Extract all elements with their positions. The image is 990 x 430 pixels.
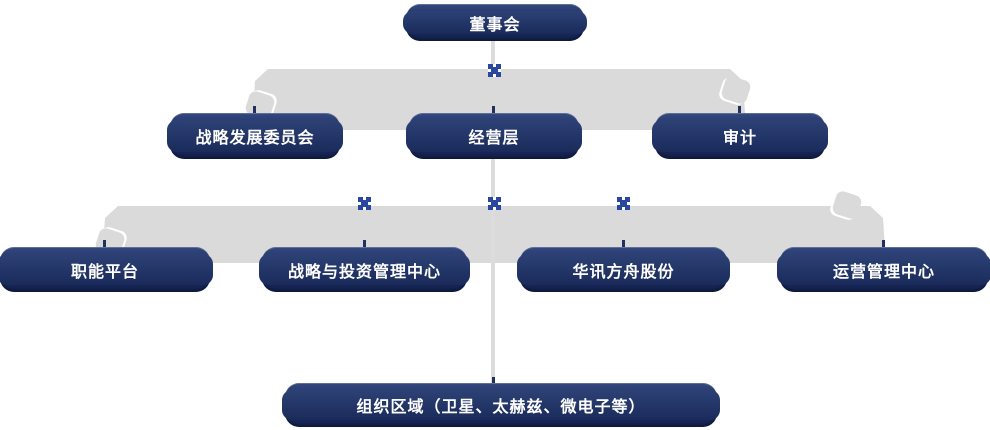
node-connector-tick: [738, 106, 741, 113]
node-operations-management-center: 运营管理中心: [777, 247, 990, 292]
node-label: 战略发展委员会: [195, 130, 315, 147]
node-huaxun-ark-shares: 华讯方舟股份: [517, 247, 730, 292]
node-audit: 审计: [652, 113, 828, 159]
node-board-of-directors: 董事会: [403, 4, 587, 41]
node-connector-tick: [492, 106, 495, 113]
node-connector-tick: [882, 240, 885, 247]
node-connector-tick: [492, 377, 495, 384]
node-label: 经营层: [468, 130, 520, 147]
node-strategy-investment-management-center: 战略与投资管理中心: [259, 247, 470, 292]
node-label: 董事会: [469, 16, 521, 34]
node-organization-regions: 组织区域（卫星、太赫兹、微电子等）: [282, 383, 720, 427]
node-connector-tick: [622, 240, 625, 247]
junction-cross-icon: [358, 197, 371, 210]
junction-cross-icon: [488, 197, 501, 210]
node-connector-tick: [253, 106, 256, 113]
node-label: 审计: [722, 130, 757, 147]
connector-line-board-to-band: [491, 40, 495, 70]
node-functional-platform: 职能平台: [0, 247, 213, 292]
node-label: 组织区域（卫星、太赫兹、微电子等）: [356, 399, 646, 416]
junction-cross-icon: [617, 197, 630, 210]
node-connector-tick: [103, 240, 106, 247]
node-label: 华讯方舟股份: [572, 263, 675, 281]
node-label: 战略与投资管理中心: [287, 263, 441, 281]
connector-line-management-to-regions: [491, 158, 495, 384]
junction-cross-icon: [488, 64, 501, 77]
node-connector-tick: [363, 240, 366, 247]
node-label: 职能平台: [70, 263, 139, 281]
node-management-level: 经营层: [406, 113, 582, 159]
node-strategy-development-committee: 战略发展委员会: [167, 113, 343, 159]
node-label: 运营管理中心: [832, 263, 935, 281]
